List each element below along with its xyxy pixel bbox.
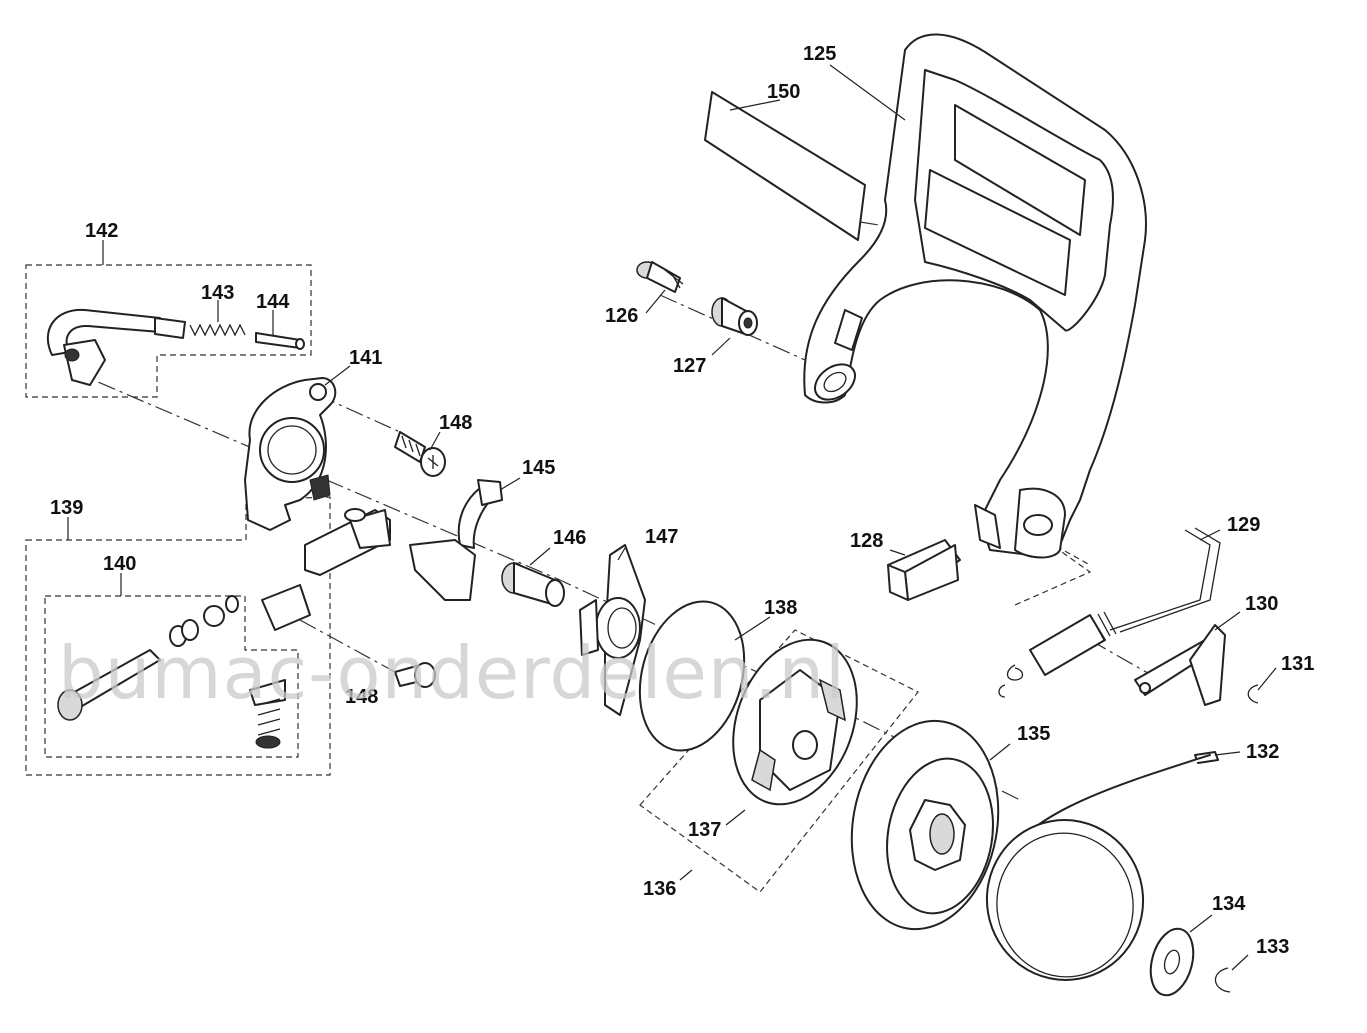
brake-block-part-128 bbox=[887, 539, 961, 601]
screw-part-148-lower bbox=[394, 662, 436, 688]
assembly-box-136 bbox=[639, 629, 919, 893]
screw-part-126 bbox=[636, 261, 684, 293]
label-146: 146 bbox=[553, 527, 586, 549]
assembly-box-140 bbox=[44, 595, 299, 758]
label-129: 129 bbox=[1227, 514, 1260, 536]
circlip-part-131 bbox=[1247, 684, 1259, 704]
label-141: 141 bbox=[349, 347, 382, 369]
label-132: 132 bbox=[1246, 741, 1279, 763]
clutch-drum-part-135 bbox=[850, 719, 1000, 931]
label-150: 150 bbox=[767, 81, 800, 103]
label-127: 127 bbox=[673, 355, 706, 377]
label-130: 130 bbox=[1245, 593, 1278, 615]
label-125: 125 bbox=[803, 43, 836, 65]
label-142: 142 bbox=[85, 220, 118, 242]
brake-band-part-132 bbox=[985, 751, 1219, 981]
screw-part-148-upper bbox=[394, 431, 446, 477]
brake-rod-part-129 bbox=[1109, 527, 1221, 633]
circlip-part-133 bbox=[1214, 967, 1231, 993]
brake-lever-part-130 bbox=[1134, 624, 1226, 706]
label-143: 143 bbox=[201, 282, 234, 304]
hose-part-145 bbox=[457, 479, 503, 549]
label-138: 138 bbox=[764, 597, 797, 619]
assembly-box-142 bbox=[25, 264, 312, 398]
leader-lines bbox=[67, 64, 1277, 971]
label-147: 147 bbox=[645, 526, 678, 548]
label-148-lower: 148 bbox=[345, 686, 378, 708]
label-128: 128 bbox=[850, 530, 883, 552]
label-131: 131 bbox=[1281, 653, 1314, 675]
worm-drive-part-147 bbox=[579, 544, 646, 716]
part-labels: 125 150 142 143 144 126 127 141 148 145 … bbox=[50, 43, 1314, 958]
assembly-box-130 bbox=[1014, 539, 1092, 606]
watermark-text: bumac-onderdelen.nl bbox=[58, 631, 846, 715]
hand-guard-part-125 bbox=[803, 33, 1147, 559]
label-137: 137 bbox=[688, 819, 721, 841]
label-145: 145 bbox=[522, 457, 555, 479]
assembly-box-139 bbox=[25, 496, 331, 776]
label-148-upper: 148 bbox=[439, 412, 472, 434]
label-140: 140 bbox=[103, 553, 136, 575]
centerline-bolt-148b bbox=[299, 619, 396, 673]
pump-piston-part-140 bbox=[57, 595, 239, 721]
spring-part-143 bbox=[189, 323, 246, 337]
washer-part-134 bbox=[1149, 927, 1195, 997]
pin-part-144 bbox=[255, 332, 305, 350]
oil-pump-housing-part-141 bbox=[244, 377, 337, 531]
brake-spring-part-130 bbox=[998, 611, 1117, 698]
bushing-part-127 bbox=[711, 297, 758, 336]
clutch-part-137 bbox=[732, 638, 858, 806]
label-136: 136 bbox=[643, 878, 676, 900]
pump-spring-part-140 bbox=[249, 584, 311, 749]
label-139: 139 bbox=[50, 497, 83, 519]
pump-body-part-139 bbox=[304, 508, 476, 601]
label-134: 134 bbox=[1212, 893, 1246, 915]
sleeve-part-146 bbox=[501, 562, 565, 607]
label-126: 126 bbox=[605, 305, 638, 327]
label-133: 133 bbox=[1256, 936, 1289, 958]
oil-hose-part-142 bbox=[46, 308, 186, 386]
label-135: 135 bbox=[1017, 723, 1050, 745]
washer-part-138 bbox=[638, 600, 746, 752]
label-144: 144 bbox=[256, 291, 290, 313]
label-part-150 bbox=[704, 91, 866, 241]
